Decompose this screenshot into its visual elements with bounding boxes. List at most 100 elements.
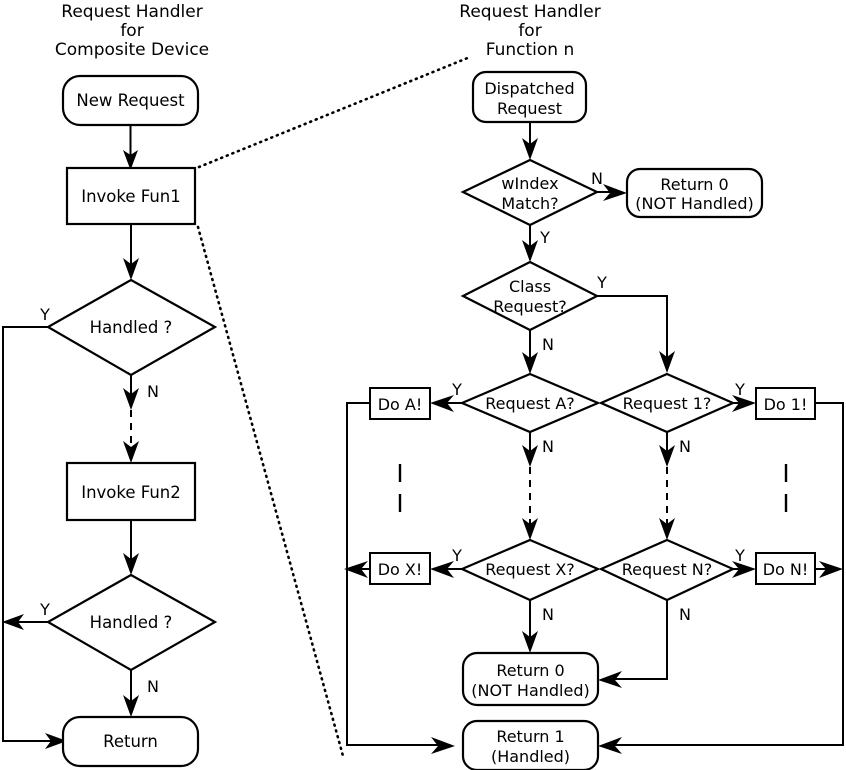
node-request-1-decision[interactable]: Request 1? Y N [598, 372, 745, 456]
do-1-shape [755, 387, 816, 420]
node-return0-bottom[interactable]: Return 0 (NOT Handled) [461, 651, 600, 707]
edge-class-no-to-requesta [522, 330, 538, 374]
windex-yes-label: Y [539, 228, 550, 247]
arrowhead [598, 671, 622, 688]
edge-handled1-no-to-fun2 [123, 375, 139, 463]
arrowhead [2, 614, 24, 630]
node-request-n-decision[interactable]: Request N? Y N [598, 538, 745, 624]
arrowhead [522, 352, 538, 374]
right-title-line-3: Function n [486, 40, 575, 60]
arrowhead [522, 138, 538, 160]
node-return0-top[interactable]: Return 0 (NOT Handled) [625, 167, 764, 219]
node-request-a-decision[interactable]: Request A? Y N [451, 372, 601, 456]
edge-line [613, 600, 668, 680]
return1-line-1: Return 1 [496, 727, 564, 746]
edge-doa-to-left-rail [346, 402, 455, 754]
arrowhead [659, 351, 675, 373]
new-request-label: New Request [76, 91, 185, 110]
request-x-no-label: N [542, 605, 554, 624]
arrowhead [522, 240, 538, 262]
handled-2-no-label: N [147, 677, 159, 696]
edge-dispatched-to-windex [522, 122, 538, 160]
arrowhead [344, 561, 368, 578]
edge-line [2, 326, 55, 742]
class-request-shape [460, 260, 600, 332]
do-n-shape [755, 552, 816, 585]
arrowhead [819, 561, 843, 578]
do-a-shape [369, 387, 431, 420]
return1-line-2: (Handled) [491, 747, 570, 766]
arrowhead [123, 150, 138, 170]
arrowhead [732, 395, 756, 412]
edge-dox-to-left-rail [344, 561, 370, 578]
request-a-label: Request A? [485, 394, 575, 413]
edge-new-request-to-fun1 [123, 125, 138, 170]
arrowhead [732, 561, 756, 578]
node-handled-decision-1[interactable]: Handled ? Y N [39, 278, 218, 401]
arrowhead [45, 733, 67, 749]
windex-match-line-2: Match? [501, 194, 558, 213]
arrowhead-lower [522, 518, 538, 540]
node-return-left[interactable]: Return [61, 715, 200, 768]
node-request-x-decision[interactable]: Request X? Y N [451, 538, 601, 624]
handled-1-yes-label: Y [39, 305, 50, 324]
edge-requestn-yes-to-don [732, 561, 756, 578]
edge-requesta-no-to-requestx [522, 432, 538, 540]
node-do-n[interactable]: Do N! [755, 552, 816, 585]
class-no-label: N [542, 335, 554, 354]
arrowhead [431, 737, 455, 754]
do-1-label: Do 1! [764, 395, 808, 414]
edge-class-yes-to-request1 [597, 295, 675, 373]
return0-bottom-shape [461, 651, 600, 707]
invoke-fun2-shape [65, 461, 197, 522]
request-1-no-label: N [679, 437, 691, 456]
request-n-label: Request N? [622, 560, 713, 579]
request-a-yes-label: Y [451, 380, 462, 399]
node-new-request[interactable]: New Request [61, 74, 200, 127]
class-yes-label: Y [596, 273, 607, 292]
left-title-line-3: Composite Device [55, 40, 209, 60]
request-n-no-label: N [679, 605, 691, 624]
node-do-a[interactable]: Do A! [369, 387, 431, 420]
return0-top-shape [625, 167, 764, 219]
edge-don-to-right-rail [815, 561, 843, 578]
return0-top-line-1: Return 0 [660, 175, 728, 194]
node-do-1[interactable]: Do 1! [755, 387, 816, 420]
invoke-fun1-label: Invoke Fun1 [81, 187, 181, 206]
arrowhead-lower [659, 518, 675, 540]
node-handled-decision-2[interactable]: Handled ? Y N [39, 573, 218, 696]
node-invoke-fun2[interactable]: Invoke Fun2 [65, 461, 197, 522]
edge-line [597, 295, 668, 360]
edge-requestn-no-to-return0 [598, 600, 668, 688]
do-x-label: Do X! [378, 560, 423, 579]
arrowhead [123, 553, 139, 575]
edge-do1-to-right-rail [598, 402, 844, 754]
request-1-yes-label: Y [734, 380, 745, 399]
edge-requestx-no-to-return0 [522, 600, 538, 653]
left-title-line-1: Request Handler [61, 2, 202, 22]
arrowhead [430, 395, 454, 412]
node-dispatched-request[interactable]: Dispatched Request [471, 70, 588, 124]
dispatched-request-line-1: Dispatched [484, 79, 574, 98]
request-1-label: Request 1? [623, 394, 712, 413]
arrowhead-upper [522, 445, 538, 467]
node-invoke-fun1[interactable]: Invoke Fun1 [65, 166, 197, 226]
edge-request1-no-to-requestn [659, 432, 675, 540]
arrowhead-upper [659, 445, 675, 467]
edge-handled2-no-to-return [123, 670, 139, 717]
node-class-request-decision[interactable]: Class Request? Y N [460, 260, 607, 354]
node-return1[interactable]: Return 1 (Handled) [461, 719, 600, 770]
do-a-label: Do A! [378, 395, 423, 414]
node-do-x[interactable]: Do X! [369, 552, 431, 585]
callout-line-top [197, 55, 472, 169]
dispatched-request-line-2: Request [497, 99, 562, 118]
return0-top-line-2: (NOT Handled) [635, 194, 753, 213]
edge-line [346, 402, 440, 746]
right-title: Request Handler for Function n [459, 2, 600, 60]
node-windex-match-decision[interactable]: wIndex Match? N Y [460, 158, 603, 247]
arrowhead [522, 631, 538, 653]
return-left-label: Return [103, 732, 158, 751]
handled-2-yes-label: Y [39, 600, 50, 619]
arrowhead-upper [123, 388, 139, 410]
arrowhead [430, 561, 454, 578]
